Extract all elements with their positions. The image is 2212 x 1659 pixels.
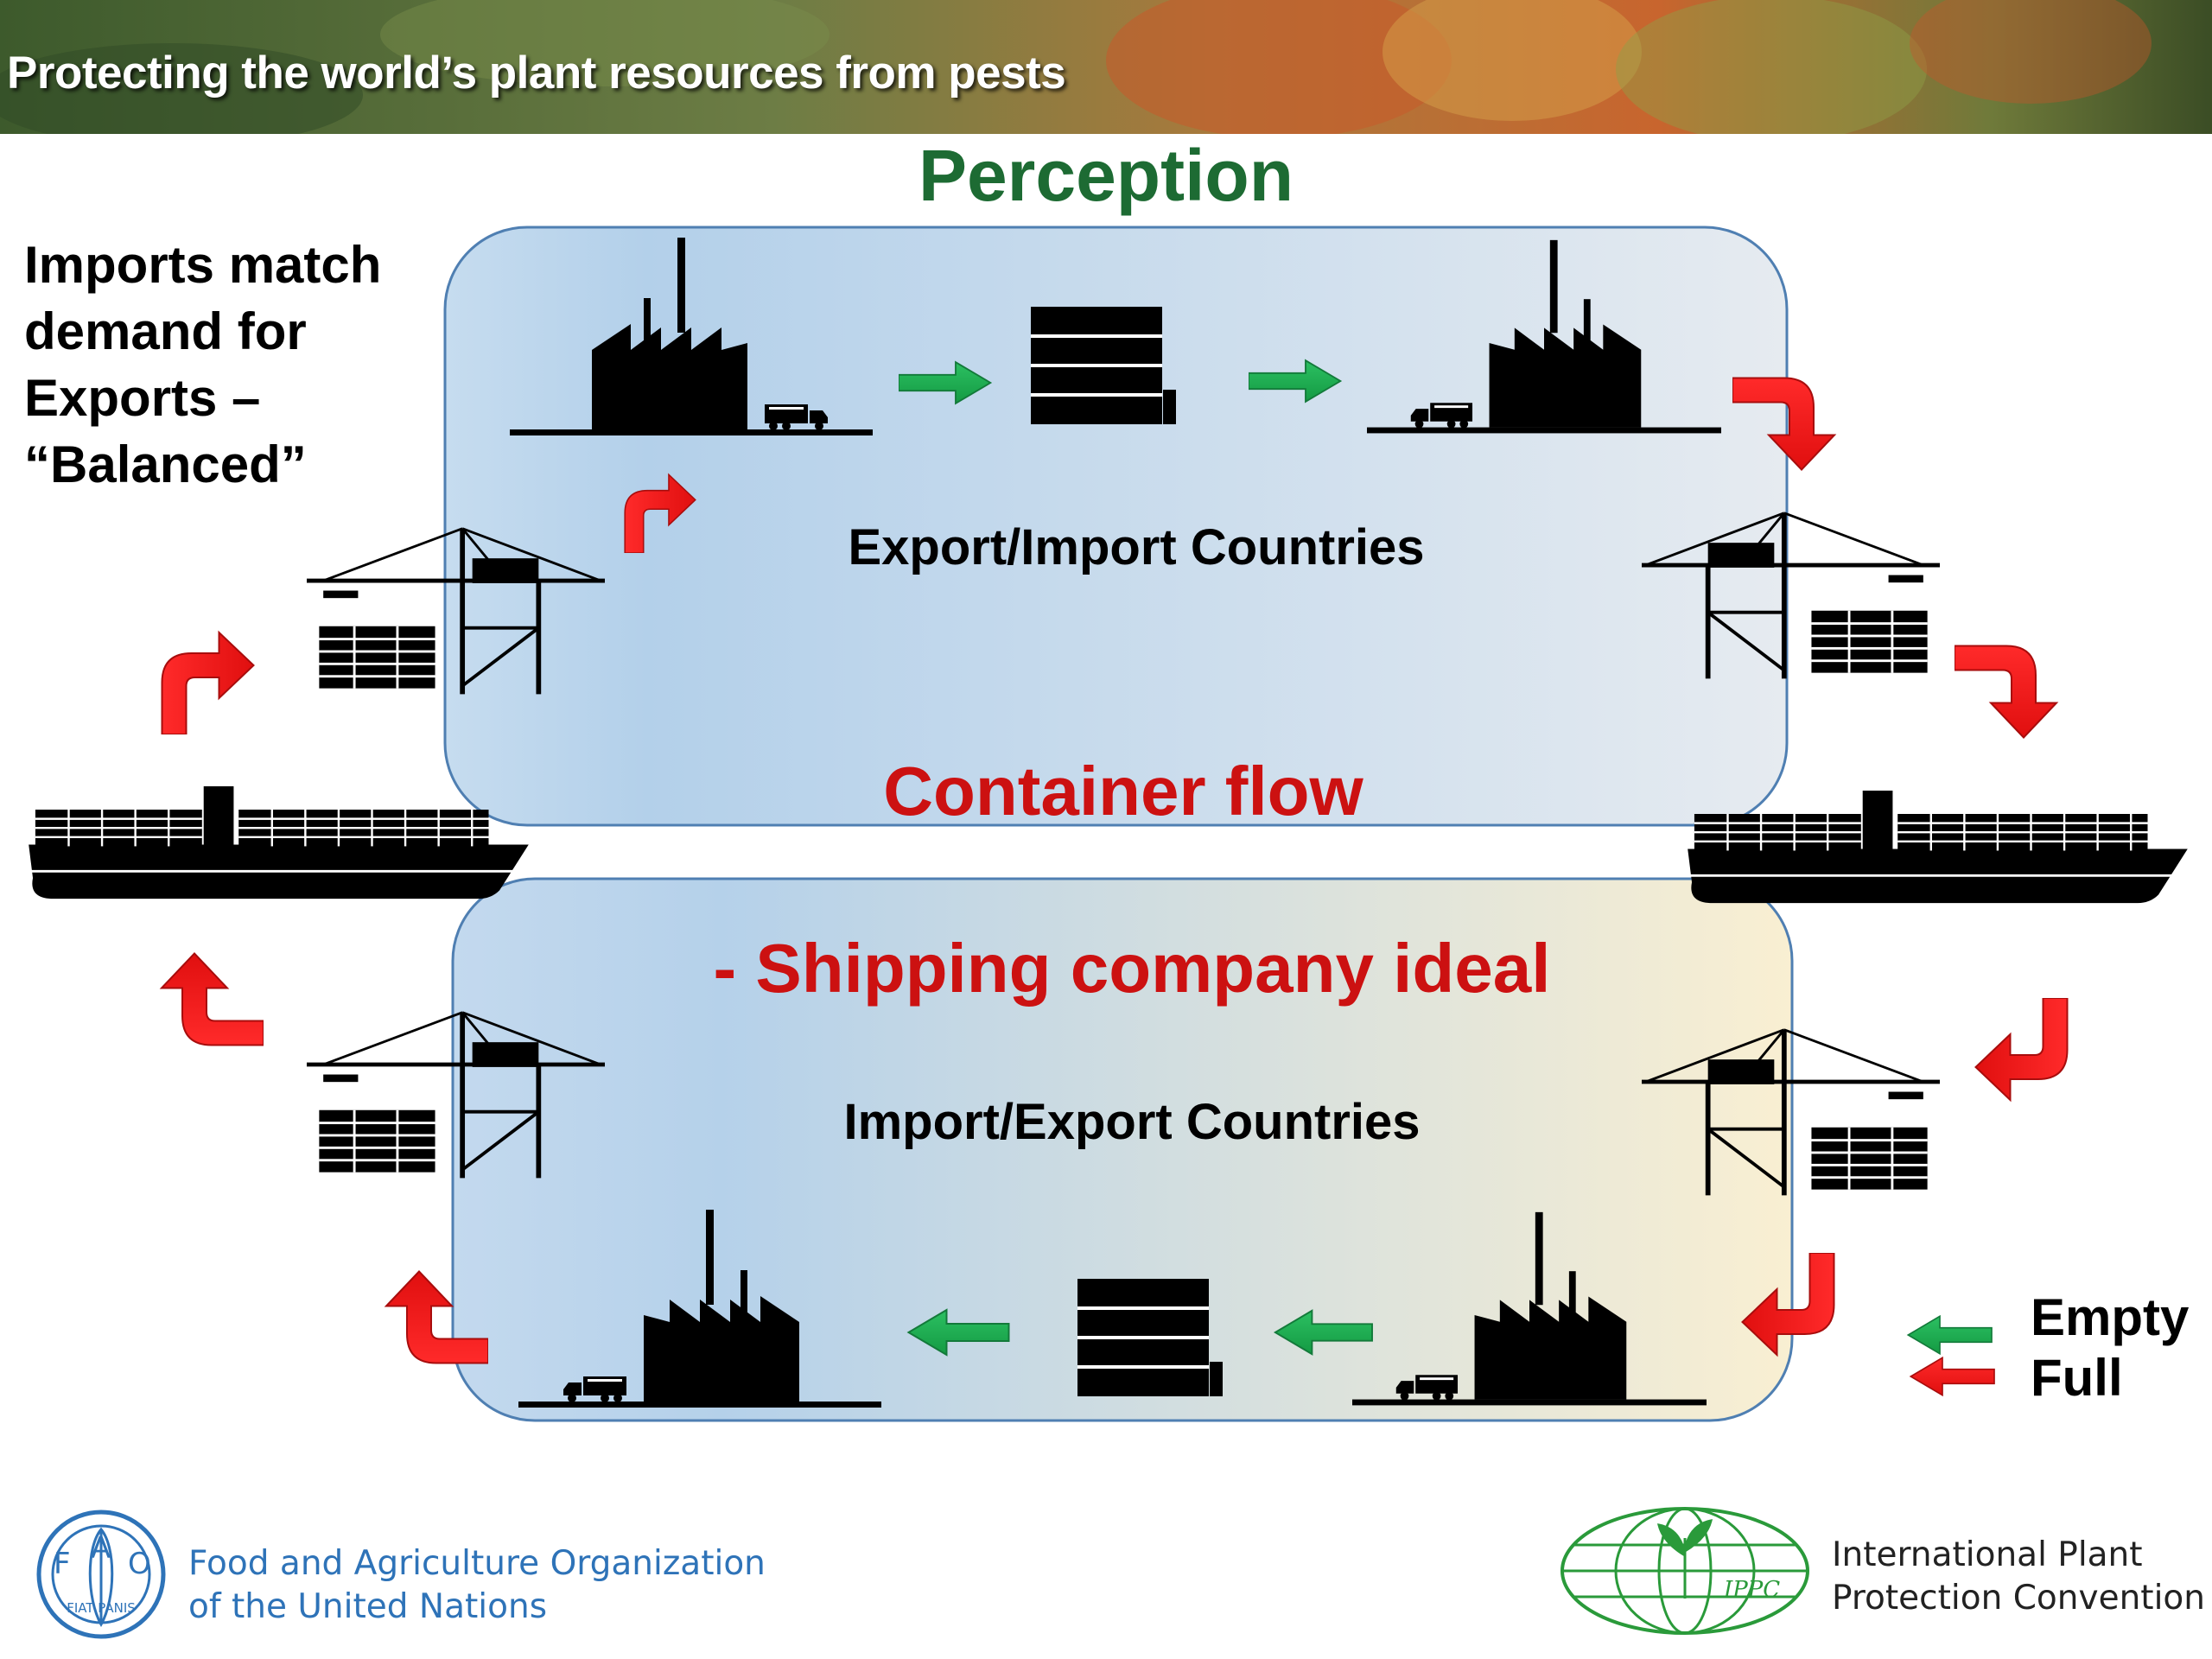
ippc-name-line: Protection Convention bbox=[1832, 1579, 2206, 1618]
container-stack-icon bbox=[1031, 307, 1176, 424]
fao-motto: FIAT PANIS bbox=[67, 1600, 136, 1616]
balanced-note: Imports match demand for Exports – “Bala… bbox=[24, 232, 430, 498]
flow-title: Container flow bbox=[883, 753, 1363, 830]
fao-name: Food and Agriculture Organization of the… bbox=[188, 1542, 766, 1629]
banner-artwork bbox=[0, 0, 2212, 134]
ippc-name: International Plant Protection Conventio… bbox=[1832, 1534, 2205, 1620]
export-region-box bbox=[443, 226, 1789, 827]
ippc-logo-icon bbox=[1560, 1507, 1809, 1635]
fao-name-line: of the United Nations bbox=[188, 1587, 548, 1626]
fao-logo-icon bbox=[36, 1510, 166, 1639]
container-ship-icon bbox=[27, 786, 531, 900]
ippc-name-line: International Plant bbox=[1832, 1535, 2143, 1574]
import-region-label: Import/Export Countries bbox=[843, 1094, 1421, 1150]
balanced-note-line: Exports – bbox=[24, 369, 261, 427]
flow-subtitle: - Shipping company ideal bbox=[713, 930, 1551, 1007]
fao-name-line: Food and Agriculture Organization bbox=[188, 1544, 766, 1583]
full-flow-arrow-icon bbox=[160, 952, 264, 1046]
legend-full-label: Full bbox=[2031, 1349, 2123, 1407]
full-flow-arrow-icon bbox=[1955, 645, 2058, 739]
legend-full-arrow-icon bbox=[1910, 1357, 1995, 1396]
slide-title: Perception bbox=[918, 135, 1294, 216]
export-region-label: Export/Import Countries bbox=[848, 519, 1425, 575]
legend-empty-arrow-icon bbox=[1907, 1315, 1993, 1355]
balanced-note-line: Imports match bbox=[24, 236, 382, 294]
full-flow-arrow-icon bbox=[1974, 998, 2069, 1102]
fao-letter: O bbox=[128, 1547, 151, 1581]
legend-empty-label: Empty bbox=[2031, 1288, 2190, 1346]
fao-letter: F bbox=[54, 1547, 71, 1581]
ippc-logo-text: IPPC bbox=[1724, 1577, 1781, 1603]
fao-letter: A bbox=[91, 1531, 111, 1566]
full-flow-arrow-icon bbox=[161, 631, 255, 734]
balanced-note-line: “Balanced” bbox=[24, 435, 307, 493]
banner-title: Protecting the world’s plant resources f… bbox=[7, 48, 1066, 99]
balanced-note-line: demand for bbox=[24, 302, 307, 360]
container-stack-icon bbox=[1077, 1279, 1223, 1396]
import-region-box bbox=[451, 877, 1794, 1422]
header-banner: Protecting the world’s plant resources f… bbox=[0, 0, 2212, 134]
